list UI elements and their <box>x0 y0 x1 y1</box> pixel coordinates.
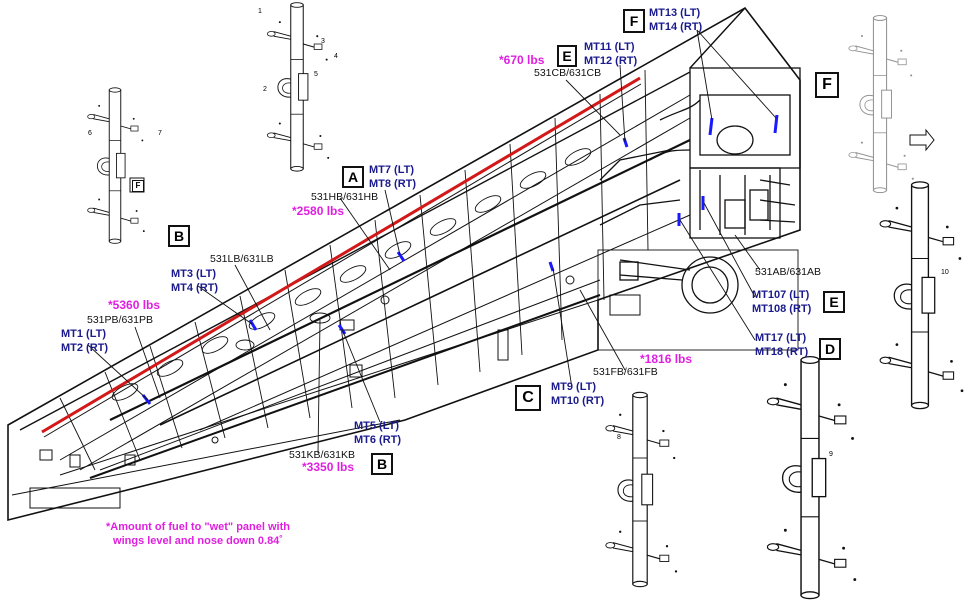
wing-hardware <box>39 275 641 468</box>
callout-a: A <box>342 166 364 188</box>
panel-label-pb: 531PB/631PB <box>87 314 153 326</box>
marker-mt7-mt8 <box>396 251 406 262</box>
label-mt11: MT11 (LT) <box>584 41 635 53</box>
detail-num-3a: 3 <box>321 38 325 45</box>
label-mt1: MT1 (LT) <box>61 328 107 340</box>
label-mt8: MT8 (RT) <box>369 178 417 190</box>
callout-f-small: F <box>132 180 144 192</box>
detail-b-drawing <box>87 87 146 244</box>
callout-d: D <box>819 338 841 360</box>
leader-lines <box>87 29 777 454</box>
label-mt7: MT7 (LT) <box>369 164 415 176</box>
panel-label-cb: 531CB/631CB <box>534 67 602 79</box>
marker-mt9-mt10 <box>548 261 555 272</box>
label-mt14: MT14 (RT) <box>649 21 703 33</box>
label-mt18: MT18 (RT) <box>755 346 809 358</box>
detail-num-7a: 7 <box>158 130 162 137</box>
wing-ribs <box>59 69 649 471</box>
label-mt10: MT10 (RT) <box>551 395 605 407</box>
panel-label-kb: 531KB/631KB <box>289 449 355 461</box>
callout-e-top: E <box>557 45 577 67</box>
panel-label-fb: 531FB/631FB <box>593 366 658 378</box>
fuel-footnote-line1: *Amount of fuel to "wet" panel with <box>106 521 290 533</box>
label-mt5: MT5 (LT) <box>354 420 400 432</box>
callout-f-top: F <box>623 9 645 33</box>
wing-outline <box>7 6 801 522</box>
label-mt12: MT12 (RT) <box>584 55 638 67</box>
marker-mt13-mt14-a <box>708 117 714 136</box>
detail-num-8a: 8 <box>617 434 621 441</box>
label-mt107: MT107 (LT) <box>752 289 810 301</box>
fuel-amount-fb: *1816 lbs <box>640 352 693 366</box>
detail-f-drawing <box>848 15 915 194</box>
detail-num-2a: 2 <box>263 86 267 93</box>
detail-num-4a: 4 <box>334 53 338 60</box>
detail-num-9a: 9 <box>829 451 833 458</box>
detail-num-1a: 1 <box>258 8 262 15</box>
fuel-footnote-line2: wings level and nose down 0.84˚ <box>113 535 283 547</box>
fuel-amount-cb: *670 lbs <box>499 53 545 67</box>
fuel-amount-pb: *5360 lbs <box>108 298 161 312</box>
fuel-amount-hb: *2580 lbs <box>292 204 345 218</box>
detail-num-10a: 10 <box>941 269 949 276</box>
callout-f-right: F <box>815 72 839 98</box>
fuel-vent-line-edge <box>43 83 642 438</box>
label-mt9: MT9 (LT) <box>551 381 597 393</box>
label-mt4: MT4 (RT) <box>171 282 219 294</box>
detail-num-6a: 6 <box>88 130 92 137</box>
marker-mt13-mt14-b <box>773 114 779 134</box>
label-mt6: MT6 (RT) <box>354 434 402 446</box>
label-mt108: MT108 (RT) <box>752 303 812 315</box>
marker-mt3-mt4 <box>248 319 258 331</box>
arrow-icon <box>909 128 935 152</box>
callout-c: C <box>515 385 541 411</box>
label-mt2: MT2 (RT) <box>61 342 109 354</box>
detail-c-drawing <box>605 391 678 588</box>
panel-label-lb: 531LB/631LB <box>210 253 274 265</box>
fuel-amount-kb: *3350 lbs <box>302 460 355 474</box>
fuel-footnote: *Amount of fuel to "wet" panel with wing… <box>88 520 308 548</box>
callout-b-top: B <box>168 225 190 247</box>
detail-num-5a: 5 <box>314 71 318 78</box>
root-section-plumbing <box>599 67 801 314</box>
label-mt3: MT3 (LT) <box>171 268 217 280</box>
panel-label-ab: 531AB/631AB <box>755 266 821 278</box>
callout-b-bottom: B <box>371 453 393 475</box>
detail-a-drawing <box>266 2 330 172</box>
fuel-vent-line <box>41 76 641 434</box>
panel-label-hb: 531HB/631HB <box>311 191 379 203</box>
detail-e-drawing <box>879 181 965 410</box>
label-mt17: MT17 (LT) <box>755 332 807 344</box>
callout-e-right: E <box>823 291 845 313</box>
detail-d-drawing <box>766 355 857 600</box>
label-mt13: MT13 (LT) <box>649 7 701 19</box>
